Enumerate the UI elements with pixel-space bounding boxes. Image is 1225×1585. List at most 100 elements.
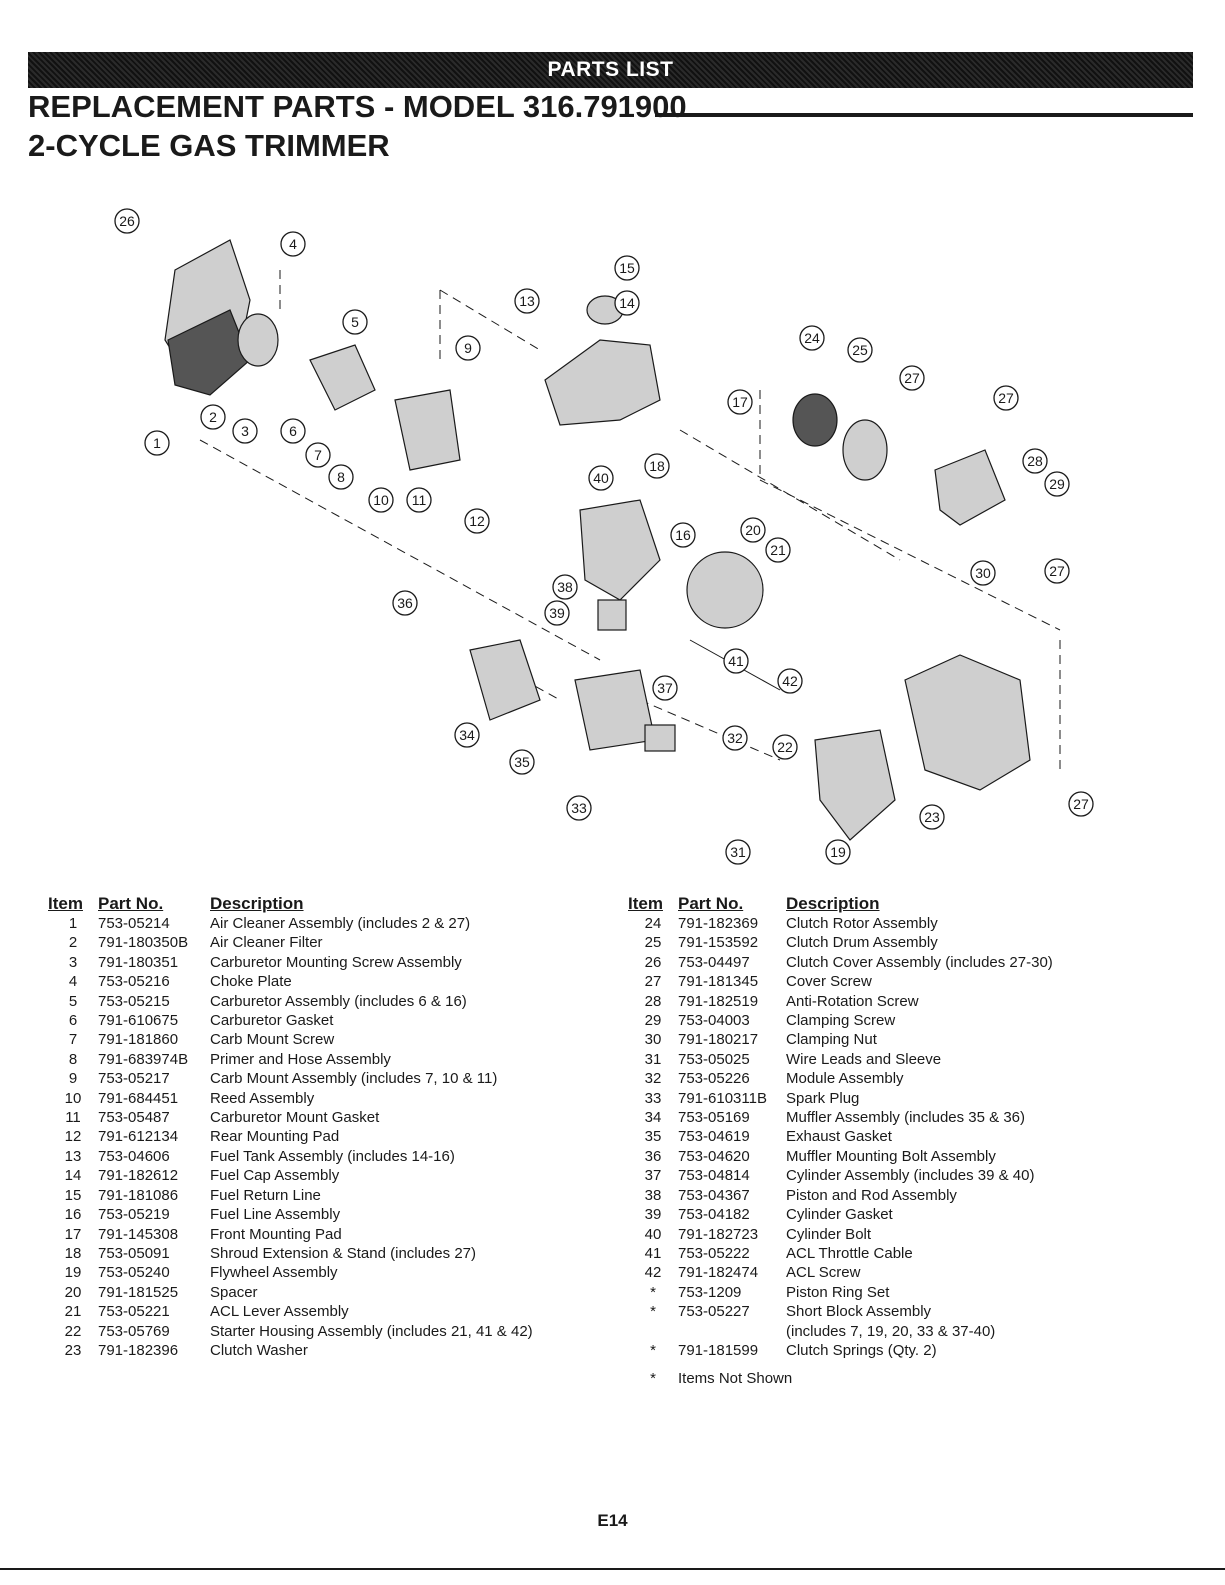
description-cell: Air Cleaner Assembly (includes 2 & 27): [210, 915, 471, 932]
item-cell: 27: [644, 973, 662, 991]
callout-5: 5: [342, 309, 368, 335]
description-cell: Primer and Hose Assembly: [210, 1050, 391, 1068]
callout-circle: [368, 487, 394, 513]
item-cell: 31: [644, 1050, 662, 1068]
callout-label: 27: [904, 370, 920, 386]
callout-label: 23: [924, 809, 940, 825]
callout-39: 39: [544, 600, 570, 626]
description-cell: Fuel Cap Assembly: [210, 1167, 340, 1185]
callout-circle: [514, 288, 540, 314]
carburetor: [309, 344, 376, 411]
part-number-cell: 753-04367: [678, 1186, 750, 1204]
callout-21: 21: [765, 537, 791, 563]
item-cell: 19: [64, 1264, 82, 1282]
callout-22: 22: [772, 734, 798, 760]
callout-circle: [552, 574, 578, 600]
page-number: E14: [597, 1511, 628, 1530]
item-cell: 35: [644, 1128, 662, 1146]
callout-11: 11: [406, 487, 432, 513]
description-cell: Muffler Mounting Bolt Assembly: [786, 1147, 996, 1165]
callout-circle: [305, 442, 331, 468]
description-cell: Clutch Drum Assembly: [786, 934, 938, 952]
callout-circle: [1044, 558, 1070, 584]
description-cell: Clamping Nut: [786, 1031, 877, 1049]
item-cell: *: [650, 1303, 656, 1321]
part-number-cell: 753-05221: [98, 1303, 170, 1321]
callout-40: 40: [588, 465, 614, 491]
callout-20: 20: [740, 517, 766, 543]
callout-circle: [1068, 791, 1094, 817]
flywheel: [686, 551, 764, 629]
cylinder: [574, 669, 656, 751]
shroud-extension: [814, 729, 896, 841]
callout-25: 25: [847, 337, 873, 363]
callout-27: 27: [1068, 791, 1094, 817]
title-rule: [655, 113, 1193, 117]
part-number-cell: 753-05169: [678, 1109, 750, 1127]
callout-23: 23: [919, 804, 945, 830]
callout-27: 27: [993, 385, 1019, 411]
callout-label: 14: [619, 295, 635, 311]
callout-circle: [1022, 448, 1048, 474]
description-cell: Module Assembly: [786, 1070, 904, 1088]
part-number-cell: 791-180350B: [98, 934, 189, 952]
part-number-cell: 753-05091: [98, 1244, 170, 1262]
callout-7: 7: [305, 442, 331, 468]
part-number-cell: 791-153592: [678, 934, 759, 952]
callout-label: 16: [675, 527, 691, 543]
description-cell: Cylinder Gasket: [786, 1206, 893, 1224]
callout-2: 2: [200, 404, 226, 430]
part-number-cell: 791-181525: [98, 1283, 179, 1301]
description-cell: Wire Leads and Sleeve: [786, 1050, 942, 1068]
callout-10: 10: [368, 487, 394, 513]
callout-circle: [588, 465, 614, 491]
callout-42: 42: [777, 668, 803, 694]
clutch-drum: [842, 419, 888, 481]
callout-circle: [825, 839, 851, 865]
description-cell: Clutch Cover Assembly (includes 27-30): [786, 953, 1053, 971]
fuel-tank: [544, 339, 661, 426]
item-cell: 11: [65, 1109, 81, 1127]
col-item-header: Item: [48, 894, 83, 913]
callout-circle: [722, 725, 748, 751]
callout-32: 32: [722, 725, 748, 751]
callout-circle: [919, 804, 945, 830]
part-number-cell: 753-05215: [98, 992, 170, 1010]
callout-label: 27: [1073, 796, 1089, 812]
part-number-cell: 791-180351: [98, 953, 179, 971]
banner-label: PARTS LIST: [547, 58, 674, 81]
callout-circle: [328, 464, 354, 490]
callout-4: 4: [280, 231, 306, 257]
callout-circle: [740, 517, 766, 543]
description-cell: Exhaust Gasket: [786, 1128, 892, 1146]
bottom-rule: [0, 1568, 1225, 1570]
item-cell: 12: [64, 1128, 82, 1146]
callout-26: 26: [114, 208, 140, 234]
description-cell: Clutch Rotor Assembly: [786, 915, 938, 932]
callout-15: 15: [614, 255, 640, 281]
clutch-cover: [934, 449, 1006, 526]
callout-circle: [544, 600, 570, 626]
crankcase: [579, 499, 661, 601]
item-cell: 23: [64, 1341, 82, 1359]
item-cell: 38: [644, 1186, 662, 1204]
item-cell: 24: [644, 915, 662, 932]
part-number-cell: 753-05222: [678, 1244, 750, 1262]
